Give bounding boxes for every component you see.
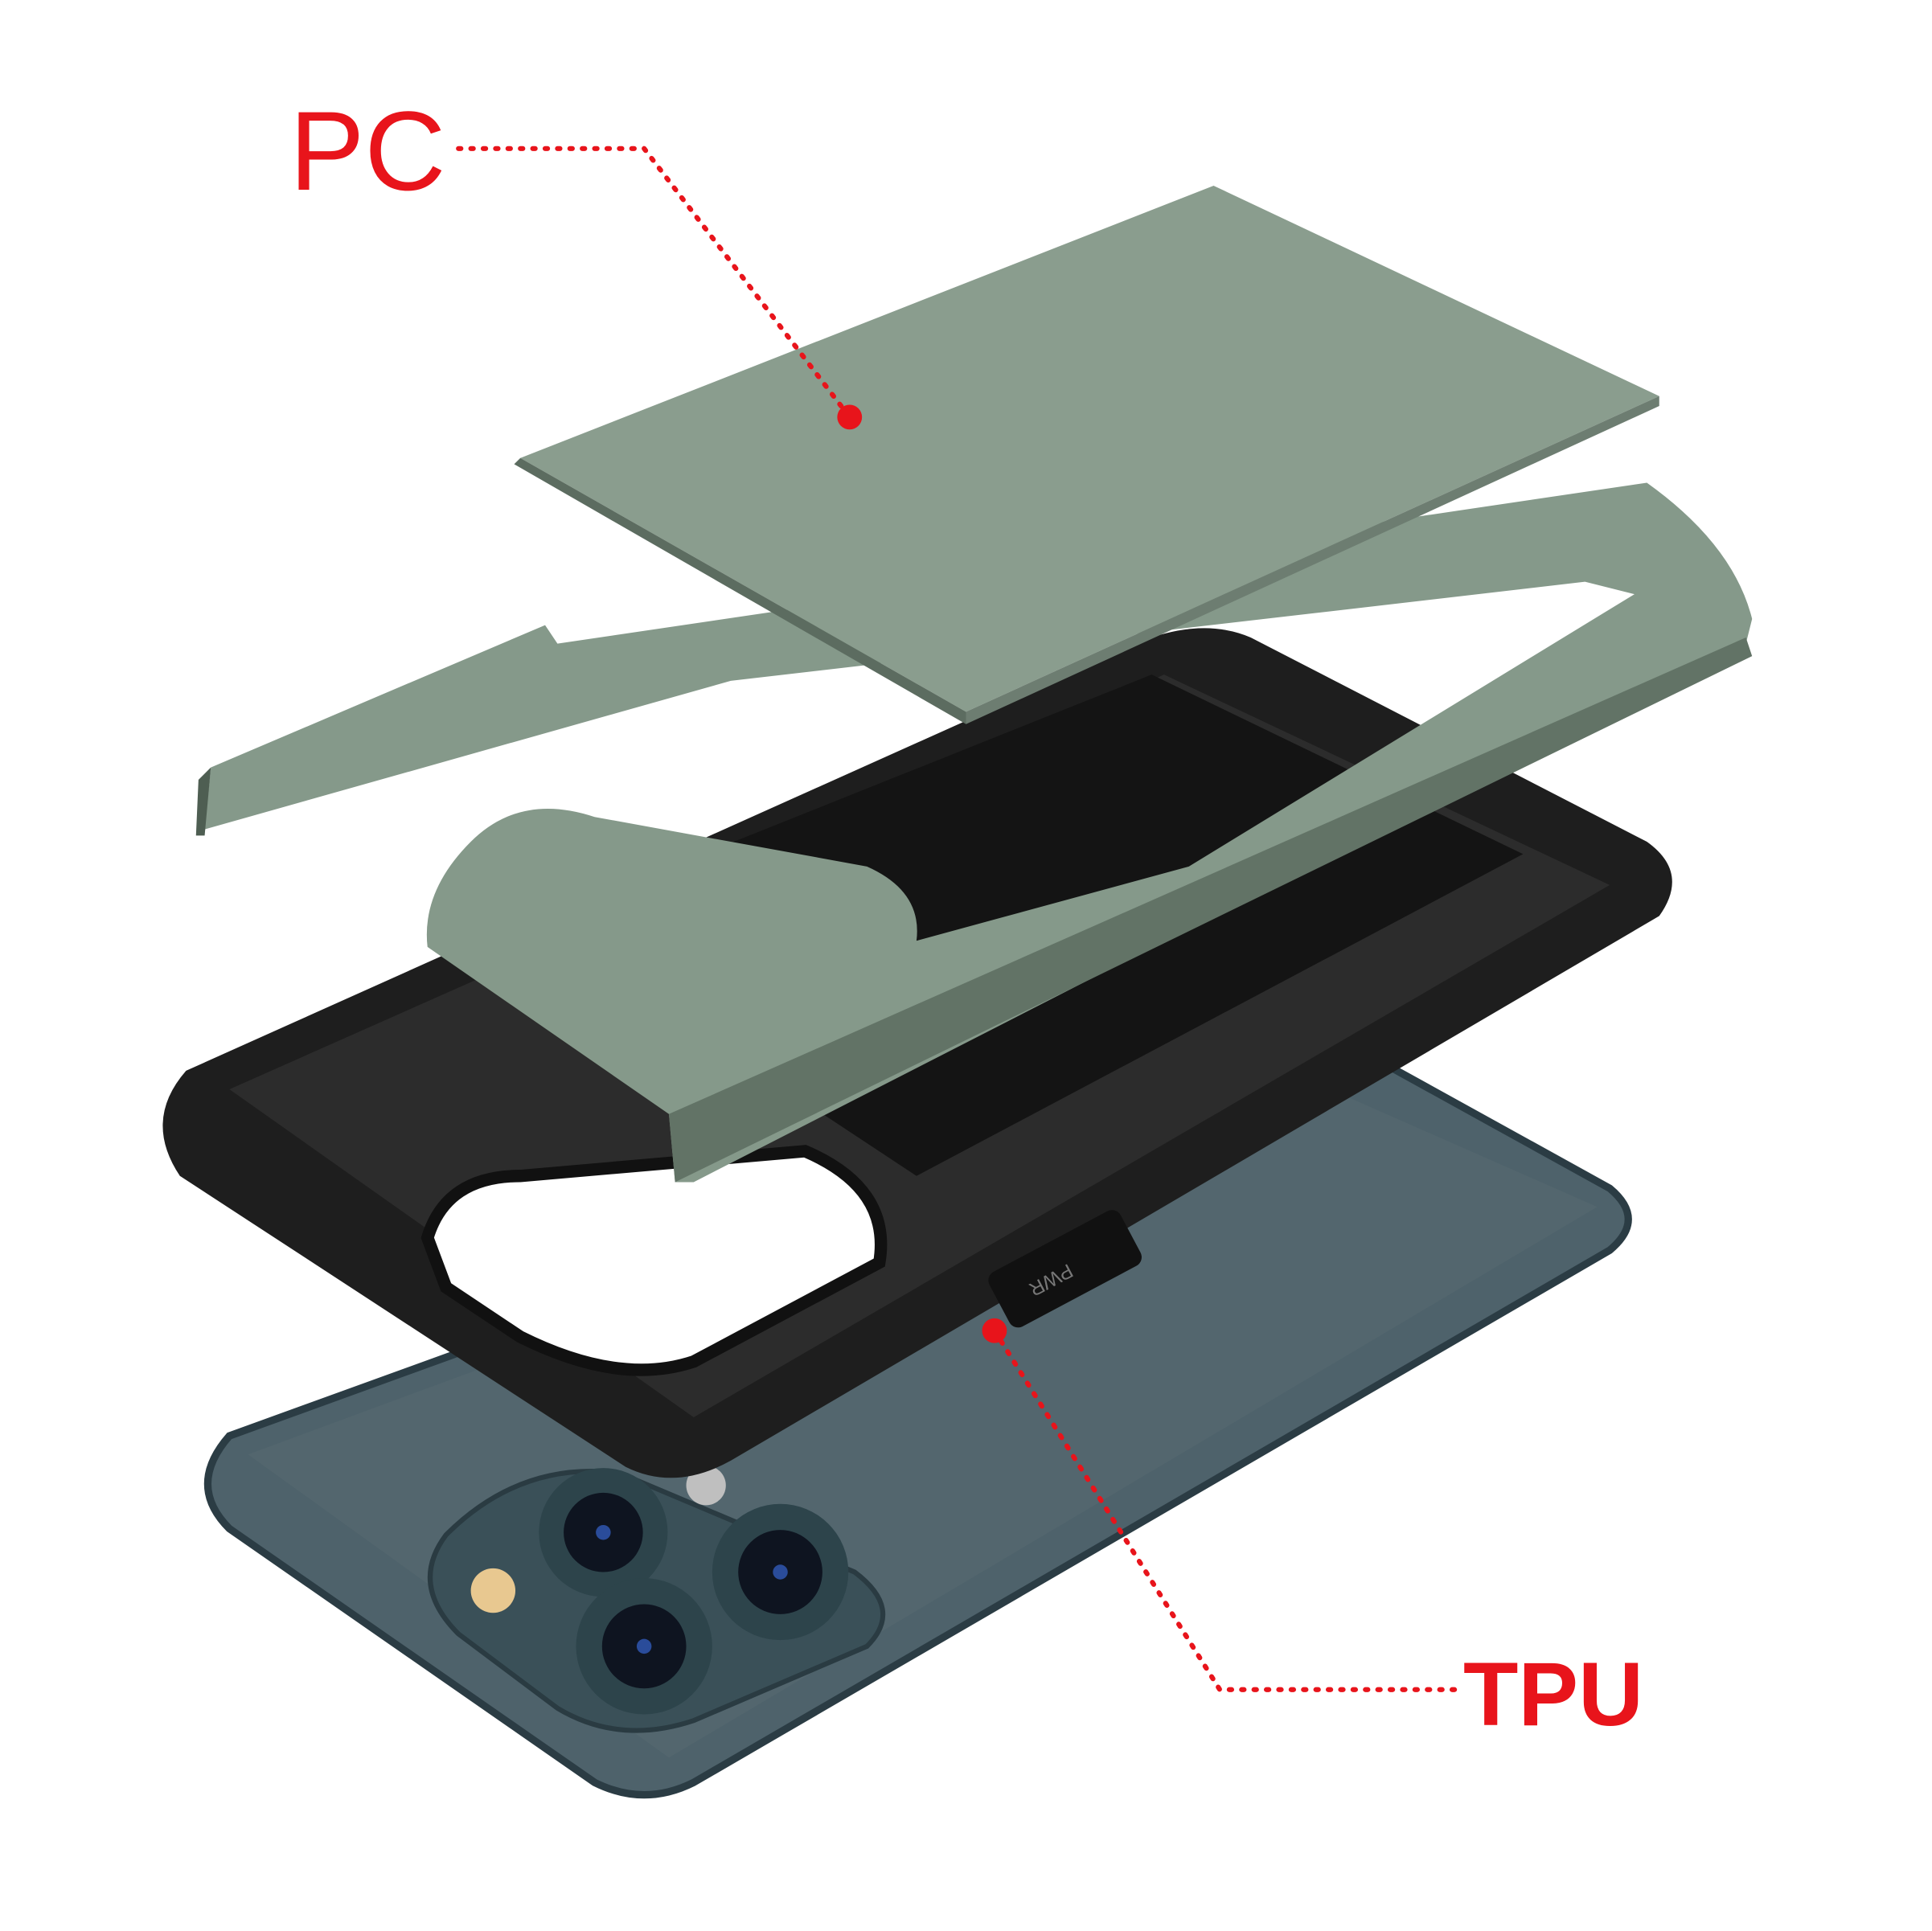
tpu-label: TPU bbox=[1463, 1644, 1643, 1744]
tpu-callout-dot bbox=[982, 1318, 1007, 1343]
camera-lens bbox=[539, 1468, 668, 1597]
pc-label: PC bbox=[289, 88, 446, 214]
pc-plate bbox=[514, 185, 1659, 724]
camera-lens bbox=[576, 1578, 712, 1715]
pc-callout-line bbox=[456, 146, 852, 420]
camera-lens bbox=[712, 1503, 849, 1641]
pc-callout-dot bbox=[837, 404, 863, 430]
tpu-callout-line bbox=[991, 1328, 1464, 1692]
flash bbox=[470, 1568, 516, 1613]
pc-frame bbox=[195, 482, 1753, 1183]
phone-back bbox=[203, 1042, 1632, 1799]
